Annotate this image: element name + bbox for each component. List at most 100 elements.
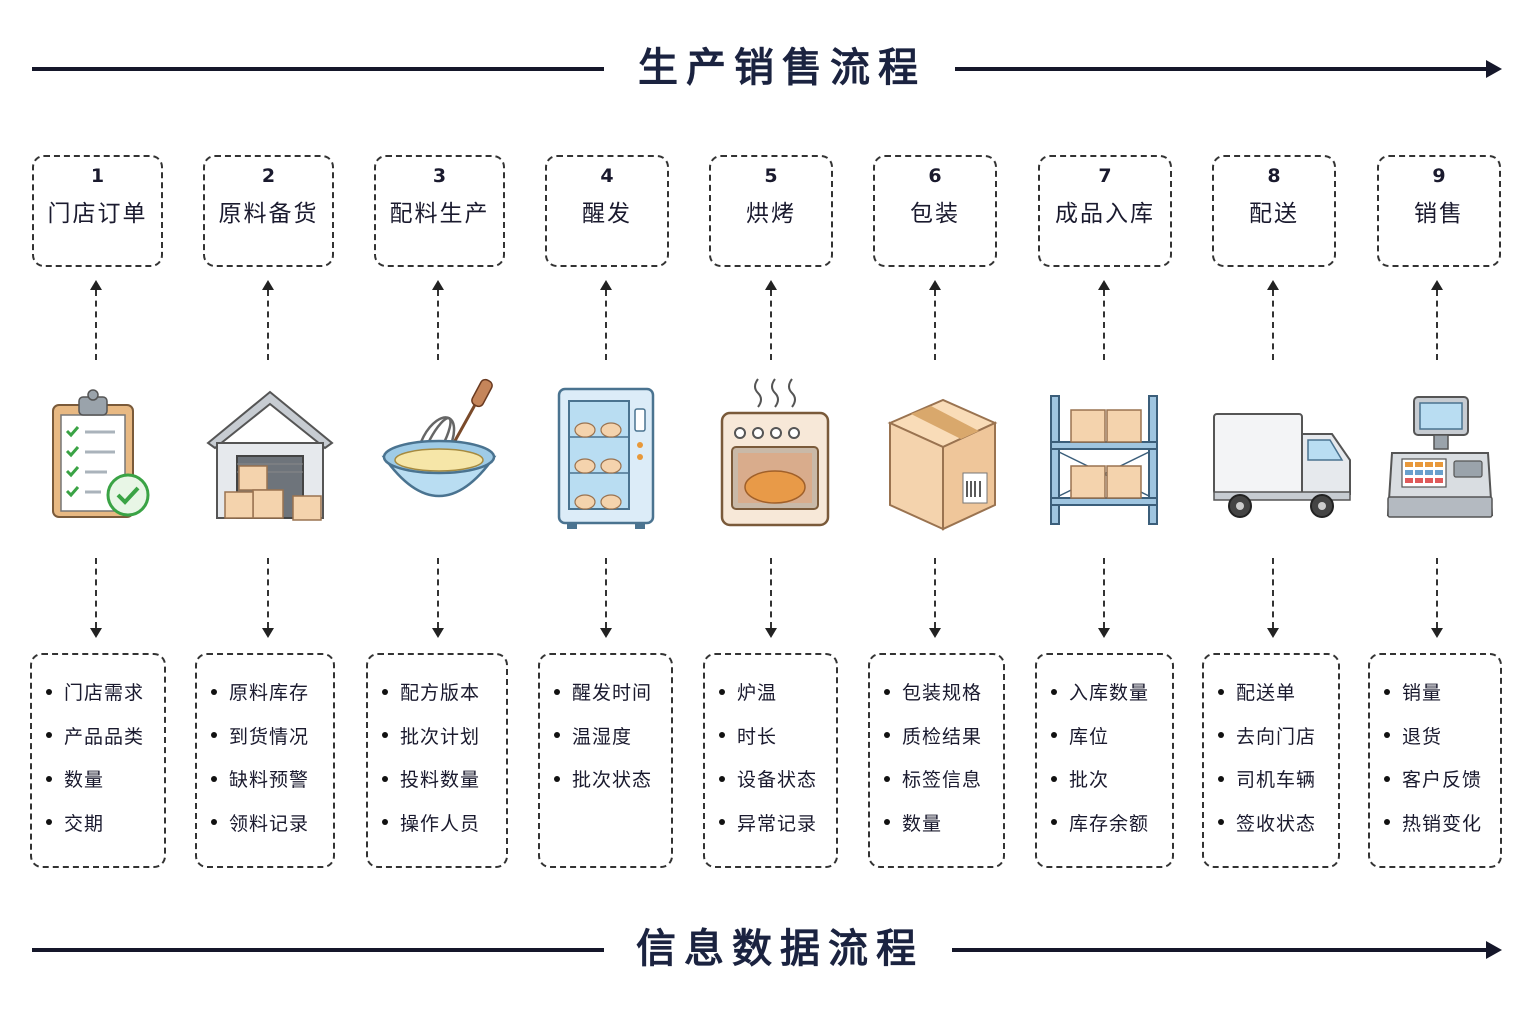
storage-shelf-icon: [1050, 395, 1158, 525]
info-item: 缺料预警: [211, 762, 333, 806]
oven-icon: [720, 378, 830, 527]
bullet-icon: [1218, 732, 1224, 738]
info-item: 设备状态: [719, 762, 836, 806]
up-arrowhead-9: [1431, 280, 1443, 290]
step-label: 烘烤: [746, 201, 796, 227]
bullet-icon: [1218, 688, 1224, 695]
info-item-label: 醒发时间: [572, 682, 653, 704]
down-arrowhead-6: [929, 628, 941, 638]
bullet-icon: [1218, 819, 1224, 825]
info-box-4: 醒发时间 温湿度 批次状态: [538, 653, 673, 868]
bullet-icon: [719, 775, 725, 782]
bullet-icon: [211, 819, 217, 825]
step-box-8: 8 配送: [1212, 155, 1336, 267]
bullet-icon: [554, 732, 560, 738]
down-arrowhead-4: [600, 628, 612, 638]
step-number: 2: [261, 165, 276, 187]
info-item-label: 入库数量: [1069, 682, 1150, 704]
bullet-icon: [884, 819, 890, 825]
info-item-label: 投料数量: [400, 769, 481, 791]
down-arrowhead-7: [1098, 628, 1110, 638]
info-item-label: 门店需求: [64, 682, 145, 704]
step-label: 醒发: [582, 201, 632, 227]
bullet-icon: [1051, 732, 1057, 738]
info-item: 异常记录: [719, 806, 836, 850]
up-arrowhead-7: [1098, 280, 1110, 290]
info-box-7: 入库数量 库位 批次 库存余额: [1035, 653, 1174, 868]
info-item-label: 炉温: [737, 682, 778, 704]
info-item-label: 配送单: [1236, 682, 1297, 704]
info-item-label: 热销变化: [1402, 812, 1483, 835]
info-item-label: 操作人员: [400, 812, 481, 835]
bullet-icon: [1384, 775, 1390, 782]
info-item: 领料记录: [211, 806, 333, 850]
info-item-label: 批次状态: [572, 769, 653, 791]
up-connector-7: [1103, 290, 1105, 360]
step-number: 6: [928, 165, 942, 187]
info-box-1: 门店需求 产品品类 数量 交期: [30, 653, 166, 868]
info-box-5: 炉温 时长 设备状态 异常记录: [703, 653, 838, 868]
bullet-icon: [1384, 732, 1390, 738]
step-box-4: 4 醒发: [545, 155, 669, 267]
info-item: 炉温: [719, 675, 836, 719]
up-connector-2: [267, 290, 269, 360]
info-item: 热销变化: [1384, 806, 1500, 850]
down-connector-2: [267, 558, 269, 628]
up-connector-4: [605, 290, 607, 360]
info-item-label: 温湿度: [572, 725, 633, 748]
bullet-icon: [719, 732, 725, 738]
up-connector-8: [1272, 290, 1274, 360]
delivery-truck-icon: [1213, 413, 1351, 518]
up-connector-6: [934, 290, 936, 360]
info-item-label: 批次计划: [400, 725, 481, 748]
info-box-8: 配送单 去向门店 司机车辆 签收状态: [1202, 653, 1340, 868]
step-number: 1: [90, 165, 105, 187]
info-item-label: 库存余额: [1069, 812, 1150, 835]
bullet-icon: [211, 688, 217, 695]
step-label: 配料生产: [389, 201, 490, 227]
proofing-cabinet-icon: [557, 387, 655, 529]
step-number: 3: [432, 165, 447, 187]
down-connector-3: [437, 558, 439, 628]
down-arrowhead-8: [1267, 628, 1279, 638]
info-item-label: 批次: [1069, 769, 1110, 791]
bullet-icon: [554, 688, 560, 695]
down-connector-4: [605, 558, 607, 628]
bottom-flow-arrowhead: [1486, 941, 1502, 959]
down-connector-6: [934, 558, 936, 628]
top-flow-line: [32, 67, 604, 71]
info-item-label: 客户反馈: [1402, 769, 1483, 791]
info-item: 入库数量: [1051, 675, 1172, 719]
package-box-icon: [887, 398, 998, 531]
info-item-label: 数量: [64, 769, 105, 791]
info-item: 批次计划: [382, 719, 506, 763]
bullet-icon: [46, 732, 52, 738]
info-item: 去向门店: [1218, 719, 1338, 763]
up-arrowhead-6: [929, 280, 941, 290]
warehouse-icon: [206, 390, 334, 521]
down-arrowhead-2: [262, 628, 274, 638]
info-item: 批次状态: [554, 762, 671, 806]
bullet-icon: [1051, 775, 1057, 782]
down-connector-1: [95, 558, 97, 628]
down-connector-9: [1436, 558, 1438, 628]
bullet-icon: [719, 688, 725, 695]
info-item: 配方版本: [382, 675, 506, 719]
info-box-6: 包装规格 质检结果 标签信息 数量: [868, 653, 1005, 868]
down-arrowhead-9: [1431, 628, 1443, 638]
info-item: 原料库存: [211, 675, 333, 719]
info-item: 质检结果: [884, 719, 1003, 763]
bullet-icon: [46, 775, 52, 782]
info-item-label: 去向门店: [1236, 725, 1317, 748]
info-box-2: 原料库存 到货情况 缺料预警 领料记录: [195, 653, 335, 868]
info-item: 数量: [884, 806, 1003, 850]
info-item: 操作人员: [382, 806, 506, 850]
info-item-label: 异常记录: [737, 812, 818, 835]
step-number: 7: [1098, 165, 1112, 187]
bullet-icon: [554, 775, 560, 782]
info-item: 投料数量: [382, 762, 506, 806]
info-item-label: 到货情况: [229, 725, 310, 748]
info-item-label: 原料库存: [229, 682, 310, 704]
bullet-icon: [1218, 775, 1224, 782]
info-item-label: 质检结果: [902, 725, 983, 748]
